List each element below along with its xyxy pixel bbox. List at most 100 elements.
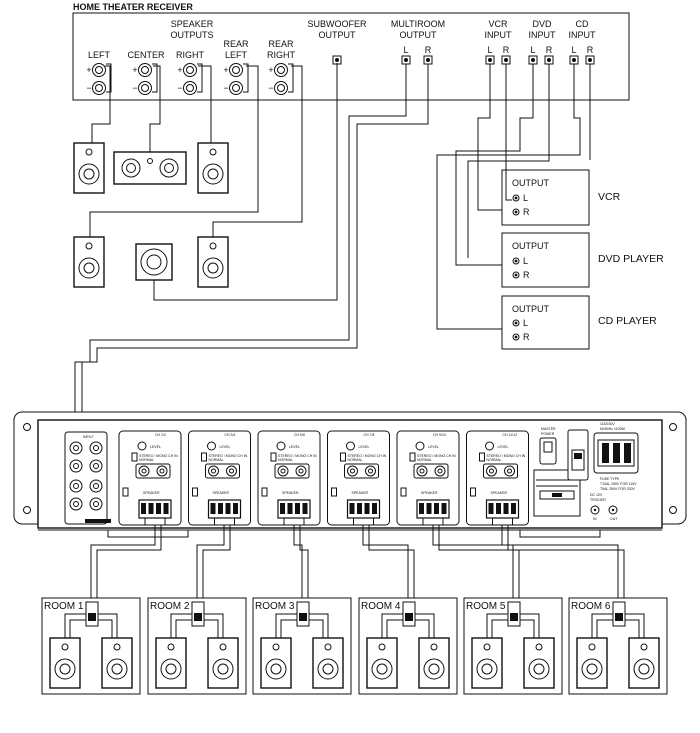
room-4-label: ROOM 4 — [361, 601, 401, 612]
cd-r: R — [523, 332, 530, 342]
rear-left-terminal-pair: +− — [223, 63, 249, 95]
multiroom-l-label: L — [403, 45, 408, 55]
room-2-speaker-2 — [207, 637, 239, 689]
rear-left-plus-sign: + — [223, 65, 228, 75]
vcr-name: VCR — [598, 191, 621, 203]
center-minus-sign: − — [132, 83, 137, 93]
rear-right-speaker — [197, 236, 229, 288]
power-label: POWER — [541, 432, 555, 436]
dvd-l-label: L — [530, 45, 535, 55]
rear-left-minus-sign: − — [223, 83, 228, 93]
level-label-4: LEVEL — [359, 445, 370, 449]
mode-switch-4[interactable] — [340, 452, 346, 462]
rear-right-minus-sign: − — [268, 83, 273, 93]
rear-right-plus-terminal — [274, 63, 288, 77]
normal-label-6: NORMAL — [487, 458, 502, 462]
mode-label-4: STEREO / MONO CH IN — [348, 454, 387, 458]
room-2-label: ROOM 2 — [150, 601, 190, 612]
level-knob-2[interactable] — [207, 441, 216, 451]
channel-label-1: CH 1/2 — [155, 433, 166, 437]
mode-label-3: STEREO / MONO CH IN — [278, 454, 317, 458]
room-5: ROOM 5 — [463, 597, 563, 695]
channel-label-2: CH 3/4 — [225, 433, 236, 437]
right-plus-sign: + — [177, 65, 182, 75]
speaker-label-6: SPEAKER — [491, 491, 508, 495]
rear-left-minus-terminal — [229, 81, 243, 95]
trigger-label: TRIGGER — [590, 498, 606, 502]
level-knob-6[interactable] — [485, 441, 494, 451]
speaker-label-2: SPEAKER — [213, 491, 230, 495]
mode-switch-1[interactable] — [131, 452, 138, 462]
normal-label-2: NORMAL — [209, 458, 224, 462]
mode-switch-5[interactable] — [409, 452, 416, 462]
vcr-output-label: OUTPUT — [512, 178, 550, 188]
rear-left-plus-terminal — [229, 63, 243, 77]
dvd-r: R — [523, 270, 530, 280]
room-1-speaker-2 — [101, 637, 133, 689]
power-inlet: 115/230V 60/50Hz 1100W FUSE TYPE T10AL 2… — [593, 422, 639, 491]
room-4: ROOM 4 — [358, 597, 458, 695]
rack-screw-tr — [669, 423, 677, 431]
dc-label: DC 12V — [590, 493, 603, 497]
fuse-b: T5AL 250V FOR 230V — [600, 487, 636, 491]
vcr-l-label: L — [487, 45, 492, 55]
level-knob-1[interactable] — [137, 441, 147, 451]
level-label-6: LEVEL — [498, 445, 509, 449]
rear-right-terminal-pair: +− — [268, 63, 294, 95]
rear-right-minus-terminal — [274, 81, 288, 95]
mode-switch-2[interactable] — [201, 452, 207, 462]
left-speaker — [73, 142, 105, 194]
level-knob-3[interactable] — [276, 441, 286, 451]
dvd-output-label: OUTPUT — [512, 241, 550, 251]
mode-switch-3[interactable] — [270, 452, 277, 462]
channel-label-3: CH 5/6 — [294, 433, 305, 437]
mode-switch-6[interactable] — [479, 452, 485, 462]
level-label-3: LEVEL — [289, 445, 300, 449]
speaker-label-3: SPEAKER — [282, 491, 299, 495]
source-devices: OUTPUT L R VCR OUTPUT L R DVD PLAYER OUT… — [501, 169, 664, 350]
channel-label-4: CH 7/8 — [364, 433, 375, 437]
right-terminal-pair: +− — [177, 63, 203, 95]
label-plate — [533, 469, 581, 517]
fuse-a: T10AL 250V FOR 115V — [600, 482, 637, 486]
cd-l-label: L — [571, 45, 576, 55]
cd-l: L — [523, 318, 528, 328]
multiroom-r-label: R — [425, 45, 432, 55]
room-6-speaker-1 — [576, 637, 608, 689]
channel-label-5: CH 9/10 — [433, 433, 446, 437]
room-3-speaker-2 — [312, 637, 344, 689]
rack-screw-br — [669, 506, 677, 514]
room-4-speaker-2 — [418, 637, 450, 689]
mode-label-1: STEREO / MONO CH IN — [139, 454, 178, 458]
normal-label-3: NORMAL — [278, 458, 293, 462]
fuse-label: FUSE TYPE — [600, 477, 620, 481]
room-3-speaker-1 — [260, 637, 292, 689]
voltage-selector — [567, 429, 589, 481]
center-speaker — [113, 151, 187, 185]
level-knob-4[interactable] — [346, 441, 355, 451]
normal-label-5: NORMAL — [417, 458, 432, 462]
volt-b: 60/50Hz 1100W — [600, 427, 626, 431]
subwoofer — [135, 243, 173, 281]
level-label-2: LEVEL — [220, 445, 231, 449]
level-knob-5[interactable] — [415, 441, 425, 451]
cd-output-label: OUTPUT — [512, 304, 550, 314]
cd-device: OUTPUT L R CD PLAYER — [501, 295, 657, 350]
center-plus-terminal — [138, 63, 152, 77]
speaker-label-1: SPEAKER — [143, 491, 160, 495]
room-3-label: ROOM 3 — [255, 601, 295, 612]
normal-label-1: NORMAL — [139, 458, 154, 462]
channel-label-6: CH 11/12 — [503, 433, 518, 437]
room-6: ROOM 6 — [568, 597, 668, 695]
receiver-title: HOME THEATER RECEIVER — [73, 2, 193, 12]
